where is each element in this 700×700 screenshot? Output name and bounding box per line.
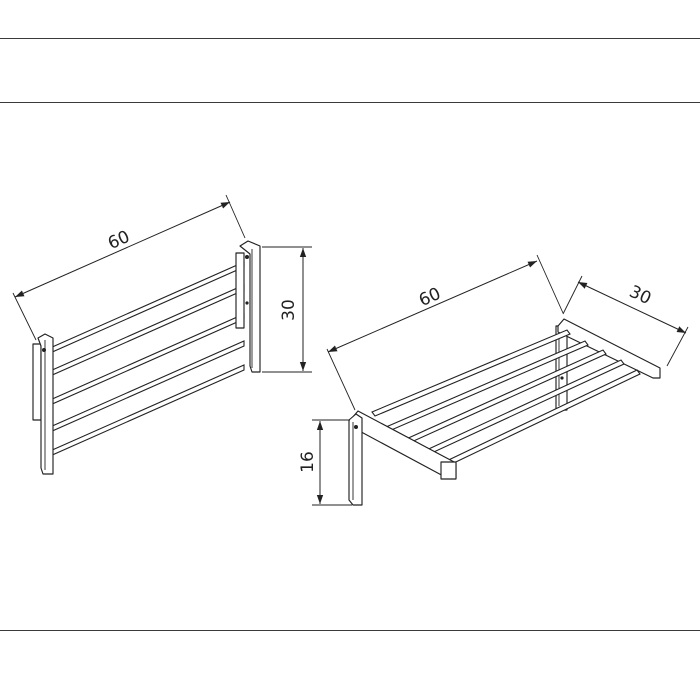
rail-iso-4 (419, 359, 625, 458)
width-dimension-label-right: 60 (416, 284, 444, 311)
mount-hole (354, 425, 358, 429)
height-dimension-left: 30 (262, 246, 312, 373)
right-bracket (235, 240, 261, 373)
mount-hole (560, 376, 564, 380)
rack-front-view: 60 30 (12, 194, 312, 475)
rack-rails (49, 261, 245, 457)
rack-isometric-view: 60 30 16 (298, 254, 689, 506)
front-arm-end-cap (440, 461, 457, 480)
height-dimension-label: 30 (279, 299, 299, 321)
depth-dimension-label-right: 30 (626, 282, 654, 309)
bracket-height-label: 16 (298, 451, 318, 473)
left-bracket (32, 333, 54, 475)
front-bracket (348, 413, 363, 506)
rail-iso-3 (403, 349, 607, 445)
back-arm (557, 318, 661, 379)
rail-5 (49, 364, 245, 457)
top-border-line (0, 38, 700, 39)
width-dimension-label: 60 (105, 227, 133, 254)
mount-hole (245, 301, 249, 305)
bottom-border-line (0, 630, 700, 631)
mount-hole (42, 348, 46, 352)
rail-1 (49, 261, 245, 354)
header-divider-line (0, 102, 700, 103)
mount-hole (245, 255, 249, 259)
bracket-height-dimension: 16 (298, 419, 352, 506)
